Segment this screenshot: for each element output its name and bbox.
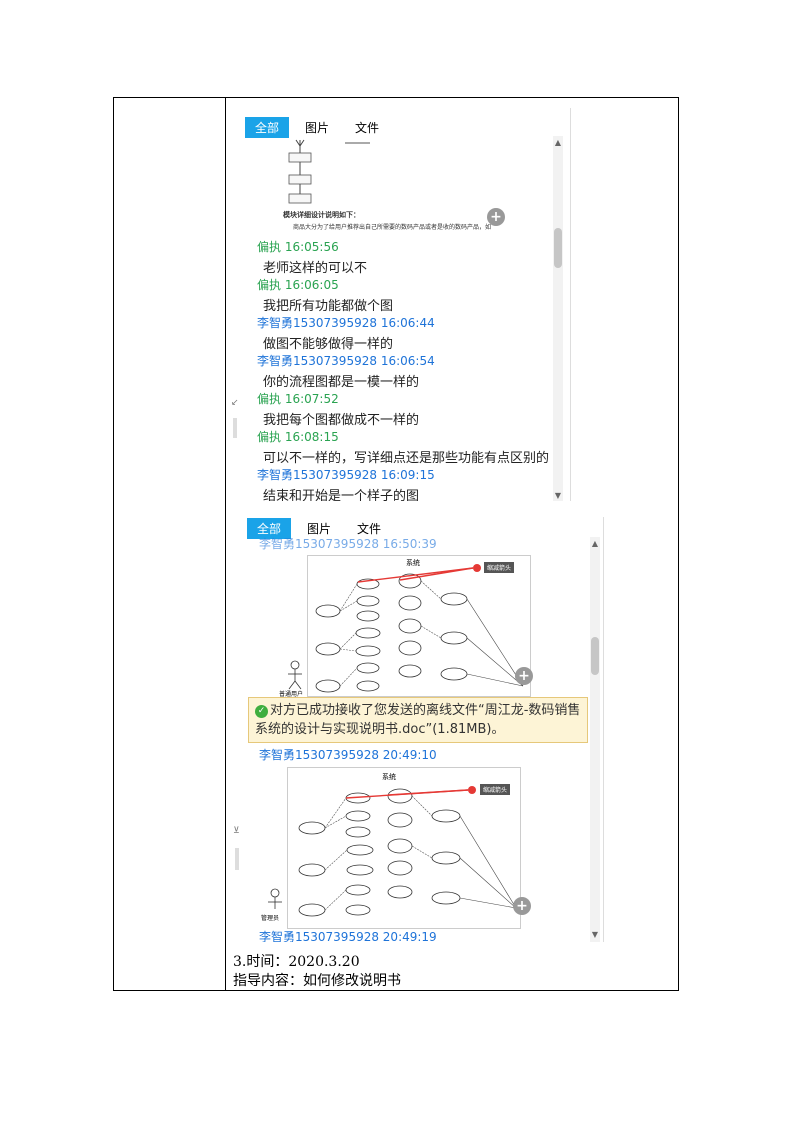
zoom-in-icon[interactable]: + bbox=[513, 897, 531, 915]
tab-images[interactable]: 图片 bbox=[307, 521, 332, 536]
record-table bbox=[113, 97, 679, 991]
scroll-down-icon[interactable]: ▼ bbox=[554, 491, 562, 500]
scroll-up-icon[interactable]: ▲ bbox=[554, 138, 562, 147]
message-header: 李智勇15307395928 16:06:44 bbox=[257, 316, 435, 330]
file-received-notice: ✓对方已成功接收了您发送的离线文件“周江龙-数码销售系统的设计与实现说明书.do… bbox=[248, 697, 588, 743]
message-header: 偏执 16:07:52 bbox=[257, 392, 339, 406]
tab-all[interactable]: 全部 bbox=[247, 517, 292, 539]
chat-screenshot-2: 全部 图片 文件 李智勇15307395928 16:50:39 系统 bbox=[245, 517, 604, 942]
tab-files[interactable]: 文件 bbox=[357, 521, 382, 536]
document-snippet: 模块详细设计说明如下： 商品大分为了给用户推荐出自己所需要的数码产品或者是收的数… bbox=[235, 108, 525, 236]
meeting-time: 3.时间：2020.3.20 bbox=[233, 954, 360, 970]
message-text: 结束和开始是一个样子的图 bbox=[263, 489, 420, 501]
chat-scrollbar[interactable]: ▲ ▼ bbox=[590, 537, 600, 942]
use-case-diagram-2: 系统 bbox=[287, 767, 521, 929]
message-text: 可以不一样的，写详细点还是那些功能有点区别的 bbox=[263, 451, 550, 466]
resize-handle-icon[interactable]: ↙ bbox=[231, 398, 239, 408]
side-handle[interactable] bbox=[235, 848, 239, 870]
message-text: 你的流程图都是一模一样的 bbox=[263, 375, 420, 390]
flowchart-fragment bbox=[288, 139, 370, 204]
column-divider bbox=[225, 98, 226, 990]
zoom-in-icon[interactable]: + bbox=[515, 667, 533, 685]
message-header: 李智勇15307395928 16:06:54 bbox=[257, 354, 435, 368]
snippet-heading: 模块详细设计说明如下： bbox=[283, 210, 360, 219]
diagram-title: 系统 bbox=[406, 559, 420, 567]
actor-label: 管理员 bbox=[261, 915, 280, 922]
message-header: 偏执 16:08:15 bbox=[257, 430, 339, 444]
diagram-title: 系统 bbox=[382, 773, 396, 781]
message-header: 李智勇15307395928 20:49:19 bbox=[259, 930, 437, 942]
chat-screenshot-1: 全部 图片 文件 模块详细设计说明如下： 商品大分为了给用户推荐出自己所需要的数… bbox=[235, 108, 571, 501]
use-case-lines bbox=[298, 786, 517, 917]
tab-all[interactable]: 全部 bbox=[245, 116, 290, 138]
message-header: 偏执 16:05:56 bbox=[257, 240, 339, 254]
use-case-diagram: 系统 bbox=[307, 555, 531, 697]
message-text: 我把每个图都做成不一样的 bbox=[263, 413, 420, 428]
scroll-thumb[interactable] bbox=[554, 228, 562, 268]
chat-tabs: 全部 图片 文件 bbox=[245, 116, 395, 138]
actor-label: 普通用户 bbox=[279, 691, 304, 698]
actor-figure bbox=[268, 888, 282, 909]
guidance-content: 指导内容：如何修改说明书 bbox=[233, 973, 401, 989]
diagram-annotation: 缩减箭头 bbox=[484, 562, 515, 573]
message-text: 老师这样的可以不 bbox=[263, 261, 368, 276]
zoom-in-icon[interactable]: + bbox=[487, 208, 505, 226]
message-text: 我把所有功能都做个图 bbox=[263, 299, 394, 314]
snippet-body: 商品大分为了给用户推荐出自己所需要的数码产品或者是收的数码产品，如 bbox=[293, 224, 492, 231]
diagram-annotation: 缩减箭头 bbox=[480, 784, 511, 795]
scroll-down-icon[interactable]: ▼ bbox=[591, 930, 599, 939]
chat-tabs: 全部 图片 文件 bbox=[247, 517, 397, 539]
message-header: 偏执 16:06:05 bbox=[257, 278, 339, 292]
resize-handle-icon[interactable]: ⊻ bbox=[233, 826, 240, 836]
message-header: 李智勇15307395928 20:49:10 bbox=[259, 748, 437, 762]
tab-images[interactable]: 图片 bbox=[305, 120, 330, 135]
check-icon: ✓ bbox=[255, 705, 268, 718]
scroll-thumb[interactable] bbox=[591, 637, 599, 675]
chat-scrollbar[interactable]: ▲ ▼ bbox=[553, 136, 563, 501]
message-text: 做图不能够做得一样的 bbox=[263, 337, 394, 352]
message-header: 李智勇15307395928 16:50:39 bbox=[259, 537, 437, 551]
side-handle[interactable] bbox=[233, 418, 237, 438]
actor-figure bbox=[288, 660, 302, 690]
tab-files[interactable]: 文件 bbox=[355, 120, 380, 135]
message-header: 李智勇15307395928 16:09:15 bbox=[257, 468, 435, 482]
use-case-lines bbox=[315, 564, 524, 693]
scroll-up-icon[interactable]: ▲ bbox=[591, 539, 599, 548]
